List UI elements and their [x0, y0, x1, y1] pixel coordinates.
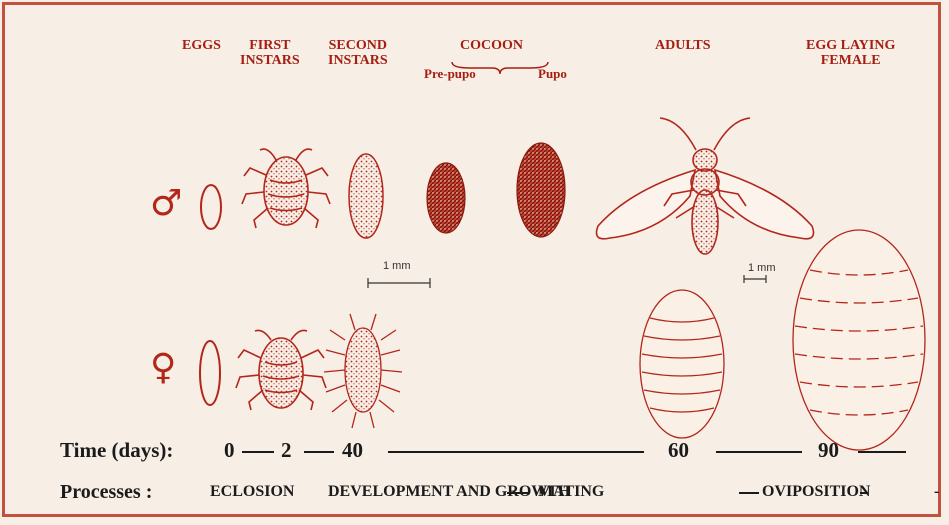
process-oviposition: OVIPOSITION [762, 483, 870, 501]
female-egg [200, 341, 220, 405]
male-first-instar [242, 149, 330, 228]
process-eclosion: ECLOSION [210, 483, 294, 501]
female-adult-mature [640, 290, 724, 438]
male-egg [201, 185, 221, 229]
time-60: 60 [668, 438, 689, 463]
cocoon-bracket [452, 62, 548, 74]
timeline-label: Time (days): [60, 438, 173, 463]
process-development: DEVELOPMENT AND GROWTH [328, 483, 570, 501]
time-40: 40 [342, 438, 363, 463]
time-2: 2 [281, 438, 292, 463]
male-pre-pupo-cocoon [427, 163, 465, 233]
process-mating: MATING [538, 483, 604, 501]
female-first-instar [236, 330, 326, 410]
female-second-instar [324, 314, 402, 428]
male-adult [597, 118, 814, 254]
time-0: 0 [224, 438, 235, 463]
scale-bar-2 [744, 275, 766, 283]
processes-label: Processes : [60, 481, 152, 504]
process-trailing-dash: - [934, 483, 939, 501]
male-pupo-cocoon [517, 143, 565, 237]
egg-laying-female-body [793, 230, 925, 450]
time-90: 90 [818, 438, 839, 463]
scale-bar-1 [368, 278, 430, 288]
male-second-instar [349, 154, 383, 238]
